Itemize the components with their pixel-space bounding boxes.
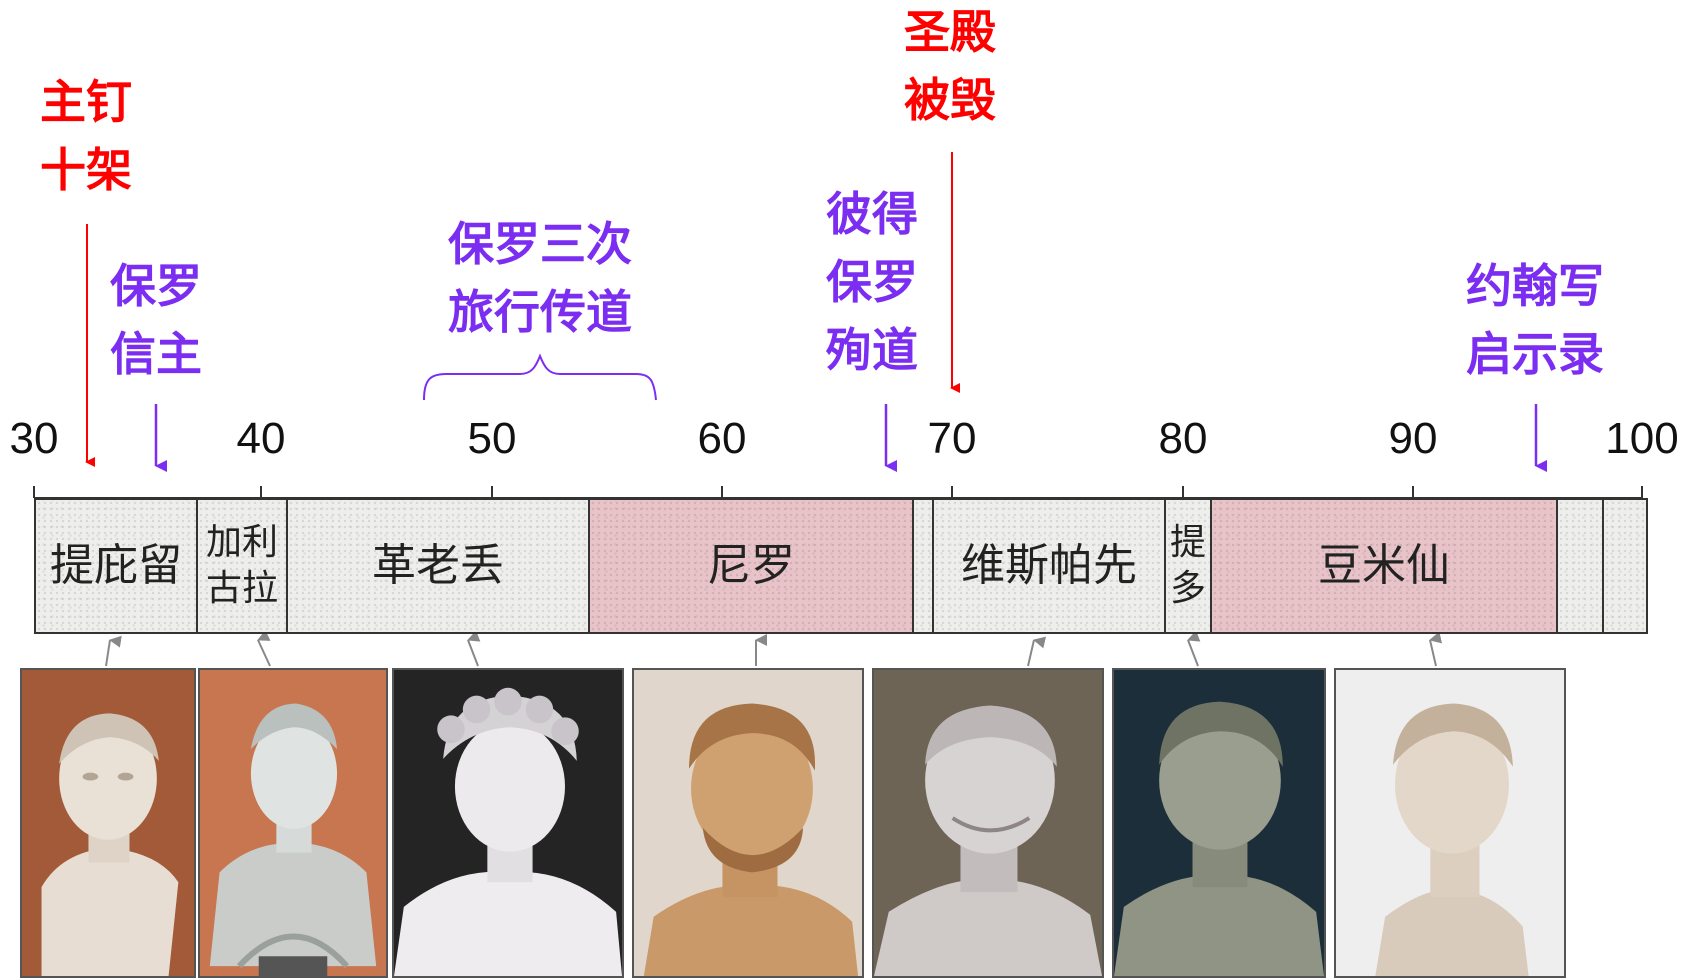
portrait-domitian: [1334, 668, 1566, 978]
portrait-caligula: [198, 668, 388, 978]
journeys-brace: [423, 353, 657, 401]
nero-bust-image: [634, 670, 862, 976]
bar-tiberius: 提庇留: [34, 498, 198, 634]
tick-label-80: 80: [1158, 414, 1208, 463]
claudius-connector-arrow: [467, 630, 481, 667]
axis-ticks: [33, 486, 1643, 498]
event-temple-destroyed-label: 圣殿 被毁: [904, 5, 996, 127]
bar-nero: 尼罗: [588, 498, 914, 634]
domitian-connector-arrow: [1429, 631, 1443, 667]
bar-after-domitian-2: [1602, 498, 1648, 634]
titus-connector-arrow: [1187, 630, 1201, 667]
bar-vespasian: 维斯帕先: [932, 498, 1166, 634]
portrait-titus: [1112, 668, 1326, 978]
caligula-bust-image: [200, 670, 386, 976]
tick-label-50: 50: [467, 414, 517, 463]
bar-caligula: 加利 古拉: [196, 498, 288, 634]
vespasian-bust-image: [874, 670, 1102, 976]
event-martyrdom-label: 彼得 保罗 殉道: [826, 187, 918, 377]
event-paul-journeys-label: 保罗三次 旅行传道: [448, 217, 632, 339]
bar-domitian: 豆米仙: [1210, 498, 1558, 634]
tick-label-90: 90: [1388, 414, 1438, 463]
event-paul-conversion-label: 保罗 信主: [110, 259, 202, 381]
tick-label-100: 100: [1605, 414, 1679, 463]
portrait-claudius: [392, 668, 624, 978]
bar-after-domitian-1: [1556, 498, 1604, 634]
vespasian-connector-arrow: [1027, 636, 1047, 667]
tiberius-connector-arrow: [105, 635, 122, 667]
portrait-nero: [632, 668, 864, 978]
domitian-bust-image: [1336, 670, 1564, 976]
portrait-vespasian: [872, 668, 1104, 978]
bar-claudius: 革老丢: [286, 498, 590, 634]
tiberius-bust-image: [22, 670, 194, 976]
titus-bust-image: [1114, 670, 1324, 976]
event-revelation-label: 约翰写 启示录: [1466, 259, 1604, 381]
tick-label-60: 60: [697, 414, 747, 463]
tick-label-30: 30: [9, 414, 59, 463]
tick-label-40: 40: [236, 414, 286, 463]
tick-label-70: 70: [927, 414, 977, 463]
bar-gap-69: [912, 498, 934, 634]
event-crucifixion-label: 主钉 十架: [40, 75, 132, 197]
portrait-tiberius: [20, 668, 196, 978]
bar-titus: 提 多: [1164, 498, 1212, 634]
caligula-connector-arrow: [257, 629, 271, 667]
claudius-bust-image: [394, 670, 622, 976]
